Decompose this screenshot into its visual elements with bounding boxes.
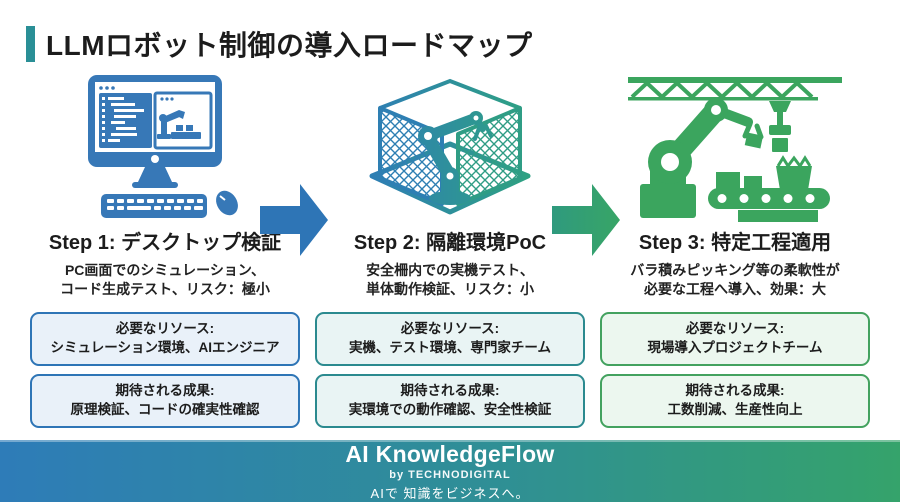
step-2-outcomes-box: 期待される成果: 実環境での動作確認、安全性検証 (315, 373, 585, 428)
step-3-resources-box: 必要なリソース: 現場導入プロジェクトチーム (600, 311, 870, 366)
step-3-description: バラ積みピッキング等の柔軟性が 必要な工程へ導入、効果：大 (630, 262, 840, 298)
brand-byline: by TECHNODIGITAL (389, 468, 511, 481)
resources-label: 必要なリソース: (115, 320, 215, 336)
resources-label: 必要なリソース: (685, 320, 785, 336)
resources-value: 現場導入プロジェクトチーム (647, 340, 823, 356)
main-content: Step 1: デスクトップ検証 PC画面でのシミュレーション、 コード生成テス… (0, 64, 900, 428)
step-2-title: Step 2: 隔離環境PoC (353, 232, 547, 254)
resources-label: 必要なリソース: (400, 320, 500, 336)
outcomes-value: 実環境での動作確認、安全性検証 (348, 402, 552, 418)
step-3-title: Step 3: 特定工程適用 (638, 232, 832, 254)
outcomes-label: 期待される成果: (400, 382, 500, 398)
step-1-resources-box: 必要なリソース: シミュレーション環境、AIエンジニア (30, 311, 300, 366)
arrow-right-icon (552, 184, 620, 256)
outcomes-value: 原理検証、コードの確実性確認 (70, 402, 260, 418)
factory-robot-icon (600, 72, 870, 222)
caged-robot-icon (315, 72, 585, 222)
desktop-simulation-icon (30, 72, 300, 222)
step-1-outcomes-box: 期待される成果: 原理検証、コードの確実性確認 (30, 373, 300, 428)
outcomes-label: 期待される成果: (115, 382, 215, 398)
outcomes-value: 工数削減、生産性向上 (667, 402, 803, 418)
arrow-right-icon (260, 184, 328, 256)
footer-brand-bar: AI KnowledgeFlow by TECHNODIGITAL AIで 知識… (0, 440, 900, 502)
brand-tagline: AIで 知識をビジネスへ。 (370, 485, 530, 501)
step-1-title: Step 1: デスクトップ検証 (48, 232, 282, 254)
page-title: LLMロボット制御の導入ロードマップ (46, 30, 533, 61)
step-2-description: 安全柵内での実機テスト、 単体動作検証、リスク：小 (366, 262, 534, 298)
header: LLMロボット制御の導入ロードマップ (0, 0, 900, 64)
title-accent-bar (26, 26, 35, 62)
step-2-resources-box: 必要なリソース: 実機、テスト環境、専門家チーム (315, 311, 585, 366)
step-1-description: PC画面でのシミュレーション、 コード生成テスト、リスク：極小 (60, 262, 270, 298)
brand-name: AI KnowledgeFlow (345, 441, 555, 468)
resources-value: シミュレーション環境、AIエンジニア (50, 340, 280, 356)
step-1-column: Step 1: デスクトップ検証 PC画面でのシミュレーション、 コード生成テス… (30, 72, 300, 428)
step-2-column: Step 2: 隔離環境PoC 安全柵内での実機テスト、 単体動作検証、リスク：… (315, 72, 585, 428)
step-3-outcomes-box: 期待される成果: 工数削減、生産性向上 (600, 373, 870, 428)
outcomes-label: 期待される成果: (685, 382, 785, 398)
resources-value: 実機、テスト環境、専門家チーム (348, 340, 552, 356)
step-3-column: Step 3: 特定工程適用 バラ積みピッキング等の柔軟性が 必要な工程へ導入、… (600, 72, 870, 428)
